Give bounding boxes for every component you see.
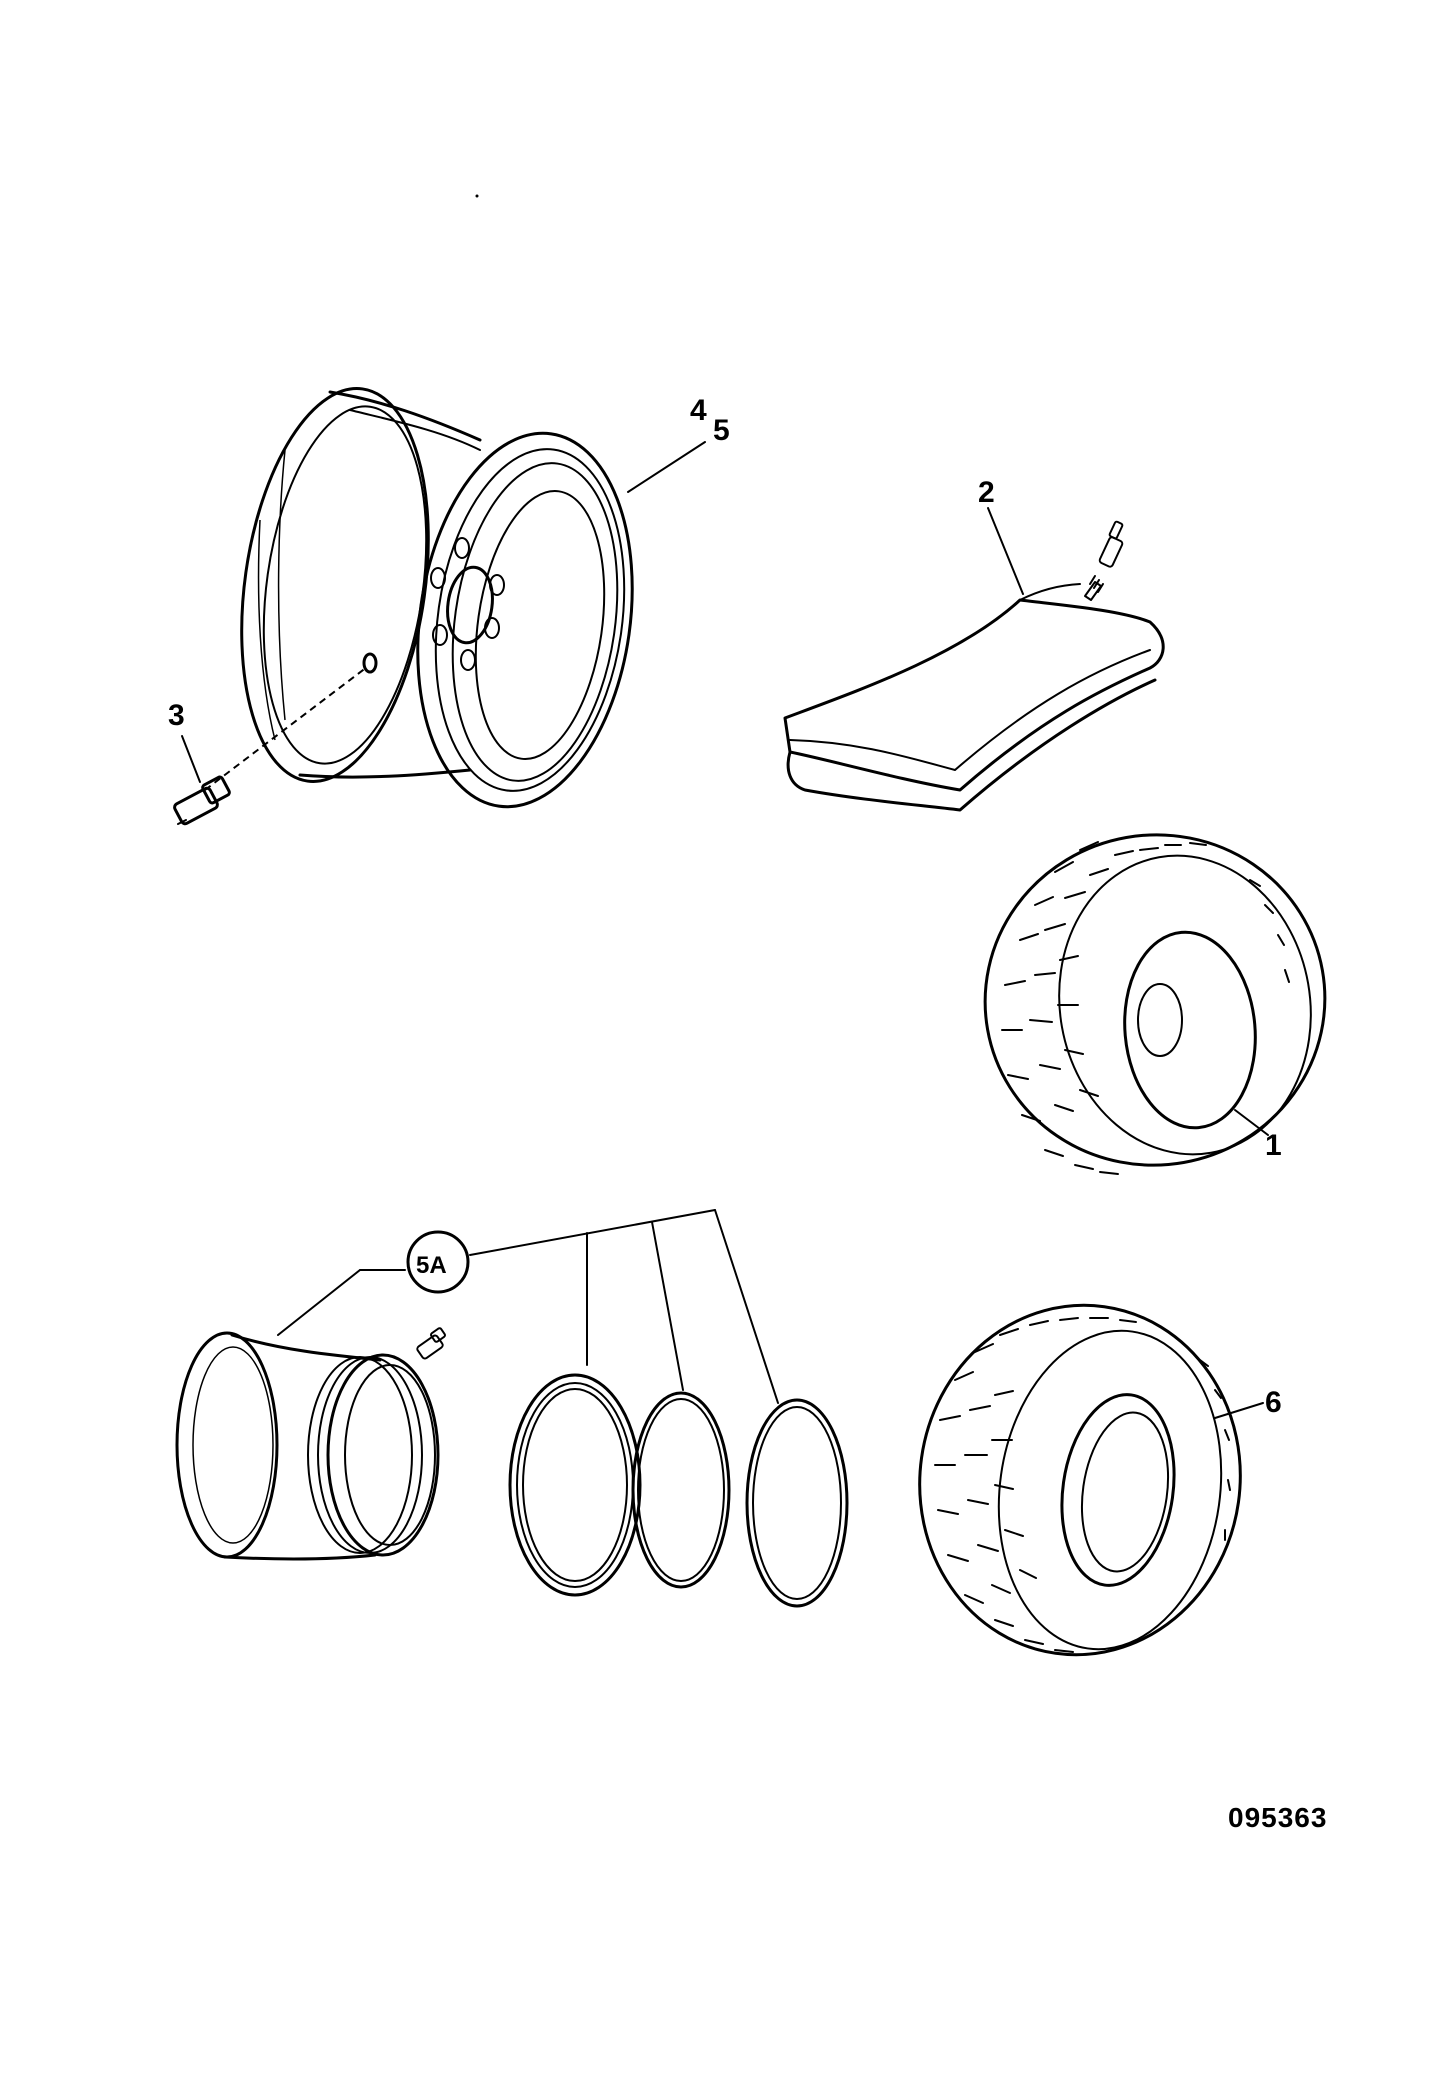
callout-2: 2 bbox=[978, 476, 995, 509]
callout-45-leader bbox=[627, 441, 706, 493]
wheel-rim bbox=[240, 387, 634, 809]
lock-ring bbox=[508, 1373, 642, 1597]
inner-tube bbox=[783, 520, 1165, 812]
callout-5a-circle bbox=[406, 1230, 470, 1294]
callout-6: 6 bbox=[1265, 1386, 1282, 1419]
side-ring bbox=[745, 1398, 849, 1608]
tyre-1 bbox=[983, 833, 1327, 1175]
callout-4: 4 bbox=[690, 394, 707, 427]
callout-3-leader bbox=[181, 735, 201, 783]
valve bbox=[173, 775, 231, 826]
o-ring bbox=[631, 1391, 731, 1589]
callout-2-leader bbox=[987, 507, 1024, 595]
callout-5a-leaders bbox=[277, 1209, 779, 1404]
speck bbox=[475, 194, 479, 198]
callout-5a: 5A bbox=[416, 1252, 447, 1279]
callout-6-leader bbox=[1214, 1402, 1264, 1419]
callout-5: 5 bbox=[713, 414, 730, 447]
split-rim bbox=[175, 1331, 440, 1561]
split-rim-valve bbox=[416, 1327, 446, 1360]
callout-1: 1 bbox=[1265, 1129, 1282, 1162]
callout-1-leader bbox=[1234, 1109, 1269, 1136]
callout-3: 3 bbox=[168, 699, 185, 732]
tyre-6 bbox=[918, 1303, 1242, 1657]
figure-number: 095363 bbox=[1228, 1802, 1327, 1833]
valve-leader-line bbox=[204, 666, 368, 791]
